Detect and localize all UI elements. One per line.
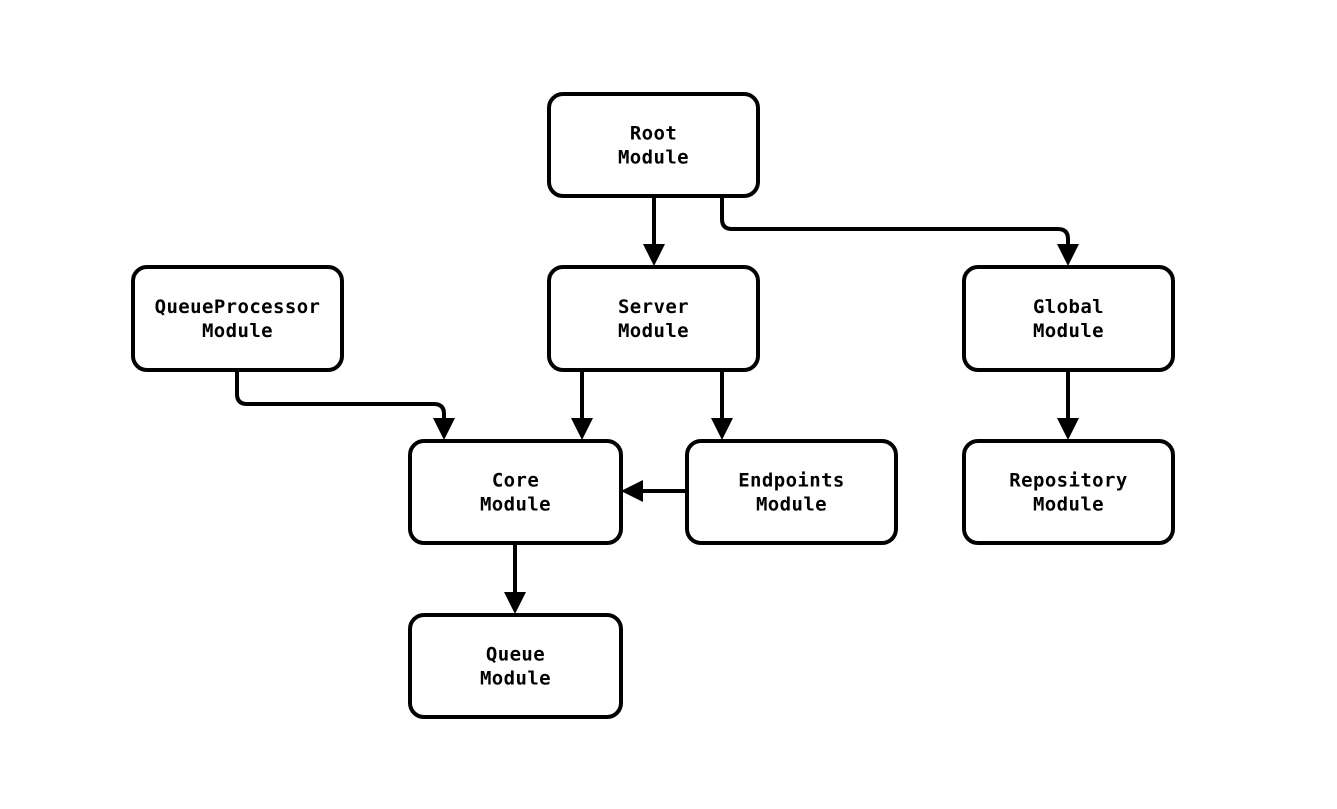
arrow-head-icon: [643, 244, 665, 266]
node-box[interactable]: [962, 265, 1175, 372]
node-label-line1: Repository: [1009, 470, 1127, 492]
edge-line: [235, 370, 446, 427]
arrow-head-icon: [711, 418, 733, 440]
node-label-line2: Module: [618, 147, 689, 169]
node-label-line2: Module: [1033, 320, 1104, 342]
node-box[interactable]: [962, 439, 1175, 545]
edge-line: [720, 196, 1070, 253]
arrow-head-icon: [1057, 244, 1079, 266]
node-label-line1: Queue: [486, 644, 545, 666]
node-box[interactable]: [547, 92, 760, 198]
node-box[interactable]: [685, 439, 898, 545]
edge-server-to-core: [571, 370, 593, 440]
node-label-line2: Module: [480, 494, 551, 516]
node-label-line1: QueueProcessor: [155, 296, 321, 318]
node-label-line2: Module: [618, 320, 689, 342]
arrow-head-icon: [433, 418, 455, 440]
edge-endpoints-to-core: [621, 480, 687, 502]
node-label-line2: Module: [756, 494, 827, 516]
node-label-line1: Endpoints: [738, 470, 845, 492]
node-label-line1: Server: [618, 296, 689, 318]
edge-global-to-repository: [1057, 370, 1079, 440]
nodes-layer: RootModuleQueueProcessorModuleServerModu…: [131, 92, 1175, 719]
node-box[interactable]: [408, 439, 623, 545]
edge-queueprocessor-to-core: [235, 370, 455, 440]
node-label-line1: Global: [1033, 296, 1104, 318]
edge-root-to-global: [720, 196, 1079, 266]
edge-core-to-queue: [504, 543, 526, 614]
node-box[interactable]: [131, 265, 344, 372]
node-box[interactable]: [408, 613, 623, 719]
edge-root-to-server: [643, 196, 665, 266]
node-box[interactable]: [547, 265, 760, 372]
arrow-head-icon: [1057, 418, 1079, 440]
node-label-line1: Core: [492, 470, 539, 492]
arrow-head-icon: [504, 592, 526, 614]
arrow-head-icon: [571, 418, 593, 440]
node-label-line2: Module: [202, 320, 273, 342]
node-label-line1: Root: [630, 123, 677, 145]
node-label-line2: Module: [1033, 494, 1104, 516]
edges-layer: [235, 196, 1079, 614]
node-label-line2: Module: [480, 668, 551, 690]
arrow-head-icon: [621, 480, 643, 502]
edge-server-to-endpoints: [711, 370, 733, 440]
